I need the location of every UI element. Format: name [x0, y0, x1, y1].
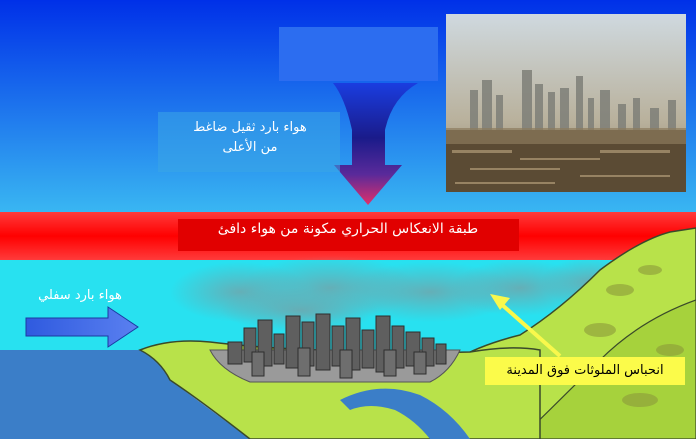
cold-air-above-line2: من الأعلى — [222, 140, 278, 155]
river — [340, 388, 470, 439]
cold-air-above-line1: هواء بارد ثقيل ضاغط — [193, 120, 307, 135]
cold-air-box — [279, 27, 438, 81]
inversion-label-bg — [178, 219, 519, 251]
cold-air-below-label: هواء بارد سفلي — [38, 288, 122, 303]
pollutant-trap-label: انحباس الملوثات فوق المدينة — [485, 357, 685, 385]
hill-texture — [584, 265, 684, 407]
cold-air-arrow — [25, 306, 139, 348]
city-buildings — [227, 313, 447, 379]
cold-air-above-label: هواء بارد ثقيل ضاغط من الأعلى — [160, 118, 340, 158]
sea — [0, 350, 250, 439]
cold-air-label-bg — [158, 112, 340, 172]
inversion-layer-label: طبقة الانعكاس الحراري مكونة من هواء دافئ — [217, 221, 479, 237]
city-smog-photo — [446, 14, 686, 192]
trap-pointer-arrow — [490, 294, 562, 358]
cold-air-funnel — [333, 83, 418, 205]
